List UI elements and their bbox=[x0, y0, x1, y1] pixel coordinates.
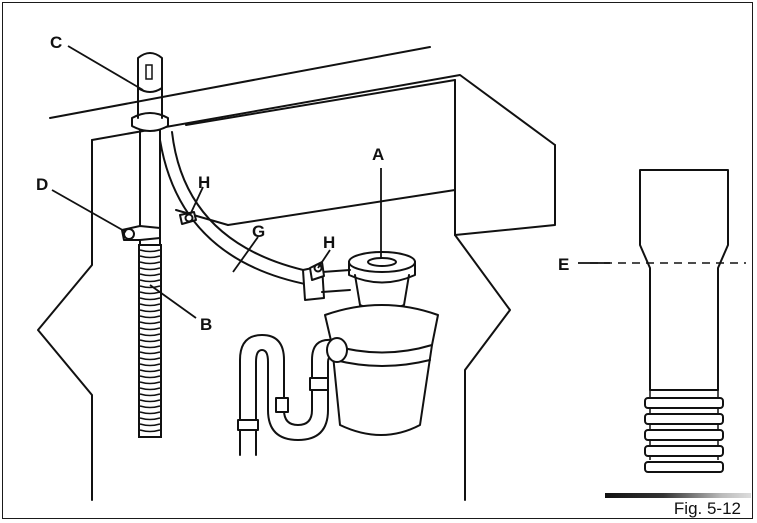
callout-e: E bbox=[558, 255, 569, 274]
callout-g: G bbox=[252, 222, 265, 241]
figure-caption: Fig. 5-12 bbox=[605, 493, 751, 519]
callout-h-lower: H bbox=[323, 233, 335, 252]
siphon-a bbox=[324, 251, 439, 436]
callout-a: A bbox=[372, 145, 384, 164]
callout-b: B bbox=[200, 315, 212, 334]
corrugated-pipe-b bbox=[138, 244, 162, 438]
caption-bar bbox=[605, 493, 751, 498]
trap-pipes bbox=[237, 334, 348, 456]
callout-c: C bbox=[50, 33, 62, 52]
clamp-d bbox=[121, 225, 161, 241]
figure-label: Fig. 5-12 bbox=[673, 499, 741, 518]
standpipe-c bbox=[131, 52, 169, 246]
leader-lines bbox=[51, 45, 610, 319]
callout-h-upper: H bbox=[198, 173, 210, 192]
cabinet-outline bbox=[37, 46, 556, 501]
detail-e bbox=[590, 169, 746, 473]
drain-hose-g bbox=[159, 131, 351, 301]
callout-d: D bbox=[36, 175, 48, 194]
